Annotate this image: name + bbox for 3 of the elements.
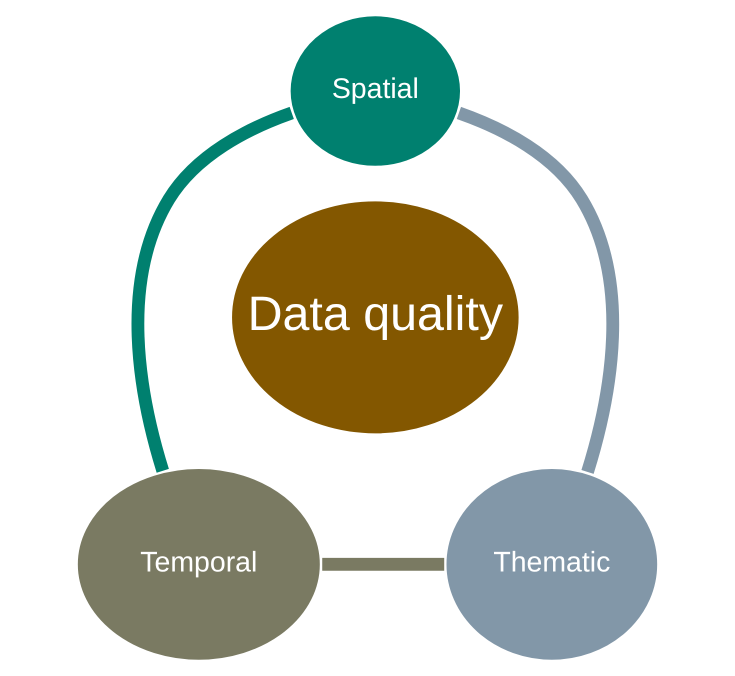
connector xyxy=(322,558,444,571)
connector xyxy=(456,106,619,474)
connector xyxy=(132,106,294,473)
